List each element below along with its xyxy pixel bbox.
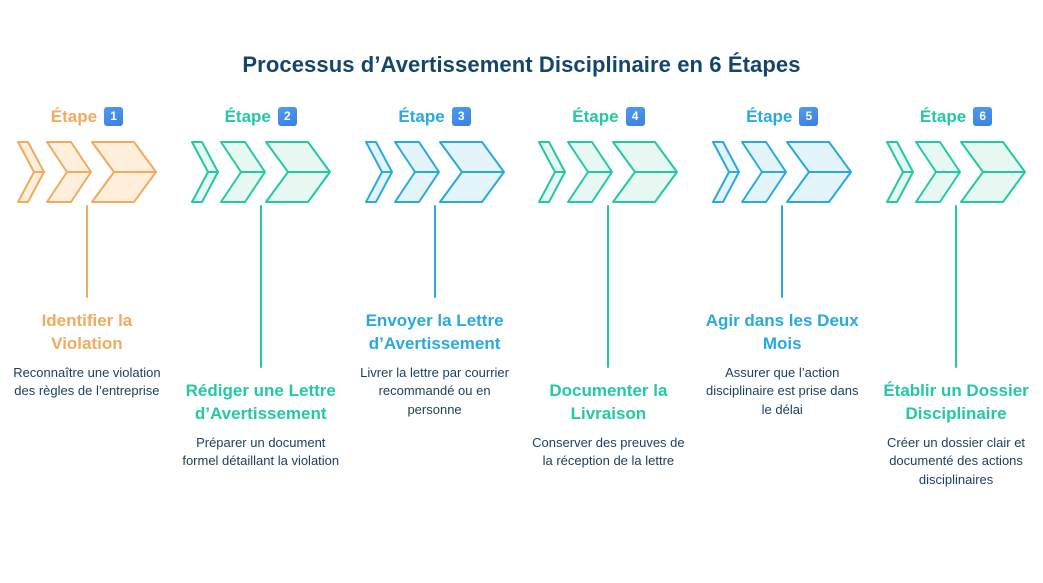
- page-title: Processus d’Avertissement Disciplinaire …: [242, 52, 801, 77]
- step-label-group-5: Étape 5: [695, 104, 869, 128]
- connector-line: [433, 205, 436, 298]
- step-label-text: Étape: [919, 106, 967, 126]
- step-heading: Identifier la Violation: [41, 311, 133, 353]
- step-number-badge: 5: [799, 106, 819, 126]
- step-description: Reconnaître une violation des règles de …: [13, 365, 161, 399]
- step-heading: Envoyer la Lettre d’Avertissement: [365, 311, 504, 353]
- step-heading: Établir un Dossier Disciplinaire: [883, 381, 1029, 423]
- step-heading: Rédiger une Lettre d’Avertissement: [185, 381, 336, 423]
- step-description: Livrer la lettre par courrier recommandé…: [360, 365, 509, 417]
- step-label-group-6: Étape 6: [869, 104, 1043, 128]
- step-label-group-1: Étape 1: [0, 104, 174, 128]
- step-number-badge: 1: [104, 106, 124, 126]
- connector-line: [955, 205, 958, 368]
- step-label-text: Étape: [224, 106, 271, 126]
- step-label-group-3: Étape 3: [348, 104, 522, 128]
- connector-line: [607, 205, 610, 368]
- step-label-text: Étape: [50, 106, 98, 126]
- step-description: Préparer un document formel détaillant l…: [182, 435, 340, 469]
- step-label-text: Étape: [572, 106, 619, 126]
- chevron-arrows-icon: [695, 141, 869, 203]
- step-label-text: Étape: [746, 106, 793, 126]
- step-number-badge: 3: [451, 106, 471, 126]
- step-heading: Documenter la Livraison: [549, 381, 668, 423]
- connector-line: [259, 205, 262, 368]
- step-number-badge: 2: [277, 106, 297, 126]
- connector-line: [85, 205, 88, 298]
- step-description: Conserver des preuves de la réception de…: [532, 435, 685, 469]
- step-heading: Agir dans les Deux Mois: [705, 311, 859, 353]
- chevron-arrows-icon: [0, 141, 174, 203]
- chevron-arrows-icon: [869, 141, 1043, 203]
- step-number-badge: 6: [973, 106, 993, 126]
- chevron-arrows-icon: [174, 141, 348, 203]
- step-number-badge: 4: [625, 106, 645, 126]
- connector-line: [781, 205, 784, 298]
- step-description: Assurer que l’action disciplinaire est p…: [705, 365, 859, 417]
- step-label-group-4: Étape 4: [521, 104, 695, 128]
- chevron-arrows-icon: [521, 141, 695, 203]
- step-description: Créer un dossier clair et documenté des …: [887, 435, 1026, 487]
- step-label-group-2: Étape 2: [174, 104, 348, 128]
- step-label-text: Étape: [398, 106, 445, 126]
- chevron-arrows-icon: [348, 141, 522, 203]
